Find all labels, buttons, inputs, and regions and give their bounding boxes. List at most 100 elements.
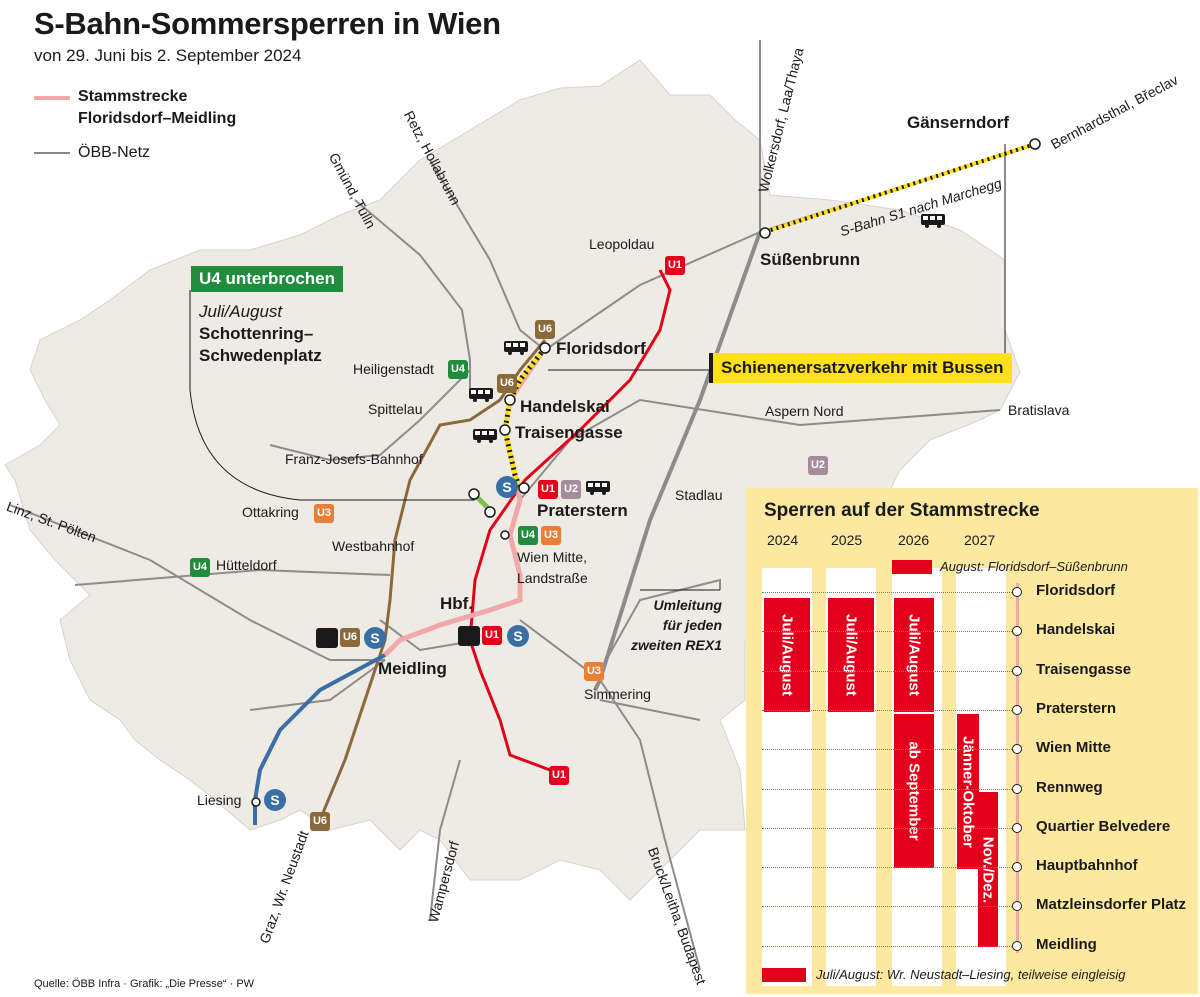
station-dot	[1012, 744, 1022, 755]
station-guide-line	[762, 749, 1016, 751]
station-guide-line	[762, 631, 1016, 633]
badge-u6-floridsdorf: U6	[535, 320, 555, 339]
bar-2026-september: ab September	[894, 714, 934, 868]
station-label: Praterstern	[1036, 699, 1117, 717]
bus-icon	[921, 214, 945, 228]
station-dot	[1012, 587, 1022, 597]
label-ottakring: Ottakring	[242, 504, 299, 520]
callout-line-u4	[189, 290, 475, 501]
station-dot	[1012, 626, 1022, 637]
station-dot	[1012, 940, 1022, 951]
sbahn-icon-praterstern: S	[496, 476, 518, 498]
legend-oebb: ÖBB-Netz	[78, 144, 151, 161]
s1-dotted-line	[764, 142, 1036, 234]
badge-u1-leopoldau: U1	[665, 256, 685, 275]
station-dot	[1012, 901, 1022, 912]
badge-u6-handelskai: U6	[497, 374, 517, 393]
train-icon	[458, 626, 480, 646]
station-label: Meidling	[1036, 935, 1097, 953]
label-traisengasse: Traisengasse	[515, 423, 623, 442]
badge-u4-wien-mitte: U4	[518, 526, 538, 545]
oebb-main-trunk	[593, 231, 762, 691]
station-guide-line	[762, 670, 1016, 672]
station-track	[1016, 583, 1019, 953]
station-label: Matzleinsdorfer Platz	[1036, 896, 1187, 914]
callout-u4-section-1: Schottenring–	[199, 324, 314, 343]
badge-u3-ottakring: U3	[314, 504, 334, 523]
label-spittelau: Spittelau	[368, 401, 423, 417]
station-label: Wien Mitte	[1036, 739, 1111, 757]
badge-u2-aspern: U2	[808, 456, 828, 475]
callout-sev: Schienenersatzverkehr mit Bussen	[709, 353, 1012, 383]
label-praterstern: Praterstern	[537, 501, 628, 520]
u1-line	[468, 269, 672, 772]
bus-icon	[469, 388, 493, 402]
closures-panel: Sperren auf der Stammstrecke 2024 2025 2…	[746, 488, 1198, 994]
label-suessenbrunn: Süßenbrunn	[760, 250, 861, 269]
page-title: S-Bahn-Sommersperren in Wien	[34, 6, 501, 41]
station-label: Floridsdorf	[1036, 582, 1116, 599]
station-label: Traisengasse	[1036, 660, 1132, 678]
source-credit: Quelle: ÖBB Infra · Grafik: „Die Presse“…	[34, 978, 255, 990]
callout-umleitung-1: Umleitung	[653, 597, 722, 613]
panel-title: Sperren auf der Stammstrecke	[764, 500, 1040, 521]
badge-u1-hbf: U1	[482, 626, 502, 645]
bar-2026-august-top	[892, 560, 932, 574]
station-dot	[1012, 822, 1022, 833]
label-huetteldorf: Hütteldorf	[216, 557, 277, 573]
station-guide-line	[762, 592, 1016, 593]
callout-umleitung-2: für jeden	[662, 617, 722, 633]
callout-umleitung-3: zweiten REX1	[630, 637, 722, 653]
bar-2027b-label: Nov./Dez.	[979, 836, 997, 903]
badge-u1-south: U1	[549, 766, 569, 785]
sbahn-icon-liesing: S	[264, 789, 286, 811]
badge-u3-simmering: U3	[584, 662, 604, 681]
station-dot	[1012, 665, 1022, 676]
badge-u6-meidling: U6	[340, 628, 360, 647]
bus-icon	[586, 481, 610, 495]
sbahn-icon-hbf: S	[507, 625, 529, 647]
year-2025: 2025	[831, 532, 863, 548]
bar-2024: Juli/August	[764, 598, 810, 712]
label-gaenserndorf: Gänserndorf	[907, 113, 1010, 132]
station-guide-line	[762, 827, 1016, 829]
label-leopoldau: Leopoldau	[589, 236, 655, 252]
station-label: Quartier Belvedere	[1036, 817, 1171, 835]
year-2026: 2026	[898, 532, 930, 548]
stations	[251, 138, 1041, 807]
legend-swatch-oebb	[34, 152, 70, 154]
bottom-note: Juli/August: Wr. Neustadt–Liesing, teilw…	[816, 967, 1126, 982]
label-stadlau: Stadlau	[675, 487, 723, 503]
label-meidling: Meidling	[378, 659, 447, 678]
label-wien-mitte: Wien Mitte,	[517, 549, 588, 565]
badge-u4-heiligenstadt: U4	[448, 360, 468, 379]
station-label: Rennweg	[1036, 778, 1103, 796]
callout-u4-period: Juli/August	[199, 302, 283, 321]
year-2027: 2027	[964, 532, 996, 548]
bus-icon	[473, 429, 497, 443]
station-dot	[1012, 783, 1022, 794]
label-floridsdorf: Floridsdorf	[556, 339, 646, 358]
label-liesing: Liesing	[197, 792, 242, 808]
station-label: Hauptbahnhof	[1036, 857, 1138, 875]
top-note: August: Floridsdorf–Süßenbrunn	[940, 559, 1128, 574]
sbahn-icon-meidling: S	[364, 627, 386, 649]
station-label: Handelskai	[1036, 621, 1116, 639]
badge-u2-praterstern: U2	[561, 480, 581, 499]
bar-2026-summer: Juli/August	[894, 598, 934, 712]
bar-2026a-label: Juli/August	[905, 614, 923, 696]
station-guide-line	[762, 788, 1016, 790]
label-hbf: Hbf.	[440, 594, 474, 613]
badge-u3-wien-mitte: U3	[541, 526, 561, 545]
page-subtitle: von 29. Juni bis 2. September 2024	[34, 46, 302, 65]
label-landstrasse: Landstraße	[517, 570, 588, 586]
bar-bottom-note	[762, 968, 806, 982]
u6-line	[318, 339, 547, 821]
badge-u1-praterstern: U1	[538, 480, 558, 499]
station-dot	[1012, 862, 1022, 873]
label-heiligenstadt: Heiligenstadt	[353, 361, 434, 377]
label-aspern: Aspern Nord	[765, 403, 844, 419]
bar-2026b-label: ab September	[905, 741, 923, 841]
bar-2027-nov-dec: Nov./Dez.	[978, 792, 998, 947]
station-dot	[1012, 704, 1022, 715]
